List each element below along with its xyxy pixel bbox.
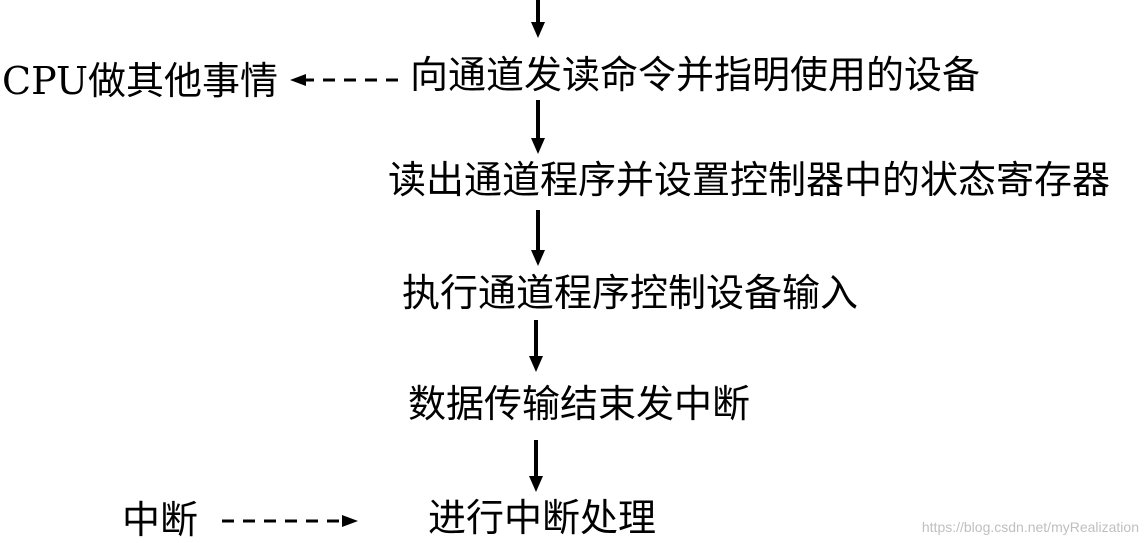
step-3-label: 执行通道程序控制设备输入	[402, 271, 859, 315]
step-5-label: 进行中断处理	[428, 496, 657, 540]
step-4-label: 数据传输结束发中断	[408, 382, 751, 426]
watermark-url: https://blog.csdn.net/myRealization	[921, 519, 1139, 535]
dashed-arrow-from-interrupt-note	[222, 515, 358, 527]
arrow-step-1-to-2	[531, 100, 545, 154]
arrow-into-step-1	[531, 0, 545, 38]
cpu-note: CPU做其他事情	[2, 59, 279, 103]
arrow-step-4-to-5	[529, 440, 543, 492]
dashed-arrow-to-cpu-note	[290, 74, 398, 86]
step-1-label: 向通道发读命令并指明使用的设备	[410, 53, 981, 97]
arrow-step-3-to-4	[529, 320, 543, 372]
arrow-step-2-to-3	[531, 210, 545, 266]
interrupt-note: 中断	[122, 498, 199, 542]
step-2-label: 读出通道程序并设置控制器中的状态寄存器	[388, 158, 1111, 202]
